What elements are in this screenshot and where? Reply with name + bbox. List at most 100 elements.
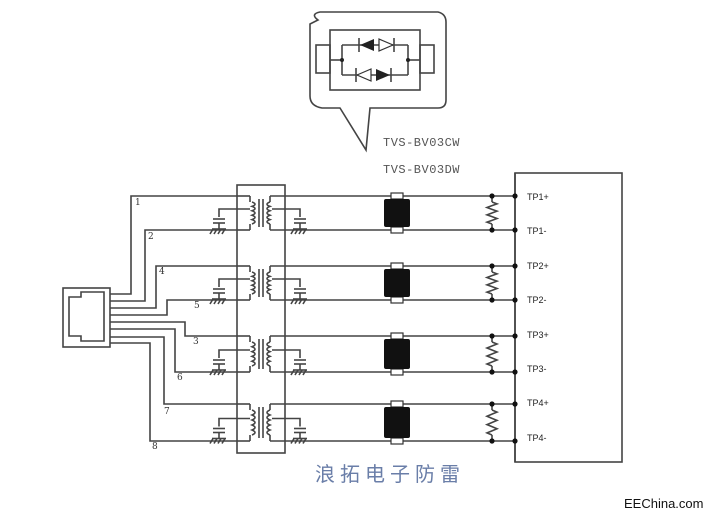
tvs-pad [390, 262, 404, 270]
transformer-coil-icon [249, 201, 256, 225]
ground-icon [302, 298, 307, 305]
ground-icon [213, 369, 218, 376]
tvs-diode-array [384, 199, 410, 227]
junction-dot [489, 401, 495, 407]
ground-icon [221, 369, 226, 376]
junction-dot [512, 438, 518, 444]
caption: 浪拓电子防雷 [315, 462, 465, 486]
ground-icon [302, 228, 307, 235]
transformer-coil-icon [266, 271, 273, 295]
phy-chip-box [514, 172, 623, 463]
resistor-icon [484, 271, 500, 295]
ground-icon [294, 438, 299, 444]
junction-dot [512, 369, 518, 375]
ground-icon [294, 369, 299, 376]
ground-icon [298, 369, 303, 376]
junction-dot [512, 401, 518, 407]
tvs-pad [390, 296, 404, 304]
ground-icon [298, 228, 303, 235]
junction-dot [512, 227, 518, 233]
tvs-pad [390, 400, 404, 408]
ground-icon [294, 298, 299, 305]
diode-icon [360, 39, 374, 51]
ground-icon [217, 298, 222, 305]
transformer-coil-icon [249, 341, 256, 367]
credit-watermark: EEChina.com [624, 496, 704, 511]
tvs-diode-array [384, 339, 410, 369]
tp-label: TP4+ [527, 398, 549, 408]
tp-label: TP2+ [527, 261, 549, 271]
center-tap-wire [218, 417, 250, 427]
tvs-diode-array [384, 407, 410, 438]
junction-dot [512, 263, 518, 269]
ground-icon [302, 438, 307, 444]
diode-icon [355, 68, 372, 82]
ground-icon [298, 438, 303, 444]
ground-icon [213, 438, 218, 444]
ground-icon [209, 298, 214, 305]
ground-icon [209, 438, 214, 444]
ground-icon [290, 228, 295, 235]
resistor-icon [484, 341, 500, 367]
connector-wiring [110, 195, 237, 442]
junction-dot [489, 193, 495, 199]
ground-icon [221, 438, 226, 444]
center-tap-wire [218, 208, 250, 217]
ground-icon [213, 228, 218, 235]
junction-dot [512, 193, 518, 199]
junction-dot [340, 58, 344, 62]
tp-label: TP4- [527, 433, 547, 443]
center-tap-wire [272, 417, 301, 427]
ground-icon [221, 298, 226, 305]
center-tap-wire [218, 278, 250, 287]
tvs-pad [390, 368, 404, 376]
junction-dot [489, 297, 495, 303]
part-number-1: TVS-BV03CW [383, 136, 460, 150]
rj45-connector [62, 287, 111, 348]
ground-icon [217, 228, 222, 235]
transformer-coil-icon [266, 409, 273, 436]
tvs-pad [390, 437, 404, 445]
tvs-pad [390, 332, 404, 340]
tvs-pad [390, 226, 404, 234]
pin-label: 2 [148, 232, 154, 242]
resistor-icon [484, 409, 500, 436]
ground-icon [298, 298, 303, 305]
ground-icon [290, 298, 295, 305]
tp-label: TP3+ [527, 330, 549, 340]
ground-icon [290, 438, 295, 444]
transformer-coil-icon [266, 341, 273, 367]
tvs-callout-bubble [309, 11, 447, 153]
ground-icon [217, 438, 222, 444]
junction-dot [489, 438, 495, 444]
transformer-coil-icon [249, 271, 256, 295]
tp-label: TP2- [527, 295, 547, 305]
diode-icon [376, 69, 390, 81]
ground-icon [209, 228, 214, 235]
junction-dot [489, 263, 495, 269]
tvs-diode-array [384, 269, 410, 297]
junction-dot [406, 58, 410, 62]
ground-icon [217, 369, 222, 376]
center-tap-wire [272, 208, 301, 217]
tp-label: TP1- [527, 226, 547, 236]
ground-icon [294, 228, 299, 235]
tvs-pad [390, 192, 404, 200]
tp-label: TP3- [527, 364, 547, 374]
ground-icon [221, 228, 226, 235]
center-tap-wire [218, 349, 250, 358]
junction-dot [512, 333, 518, 339]
magnetics-module [236, 184, 286, 454]
tp-label: TP1+ [527, 192, 549, 202]
pin-label: 8 [152, 442, 158, 452]
pin-label: 5 [194, 301, 200, 311]
pin-label: 4 [159, 267, 165, 277]
diode-icon [378, 38, 395, 52]
ground-icon [290, 369, 295, 376]
junction-dot [512, 297, 518, 303]
resistor-icon [484, 201, 500, 225]
center-tap-wire [272, 278, 301, 287]
pin-label: 6 [177, 373, 183, 383]
transformer-coil-icon [249, 409, 256, 436]
